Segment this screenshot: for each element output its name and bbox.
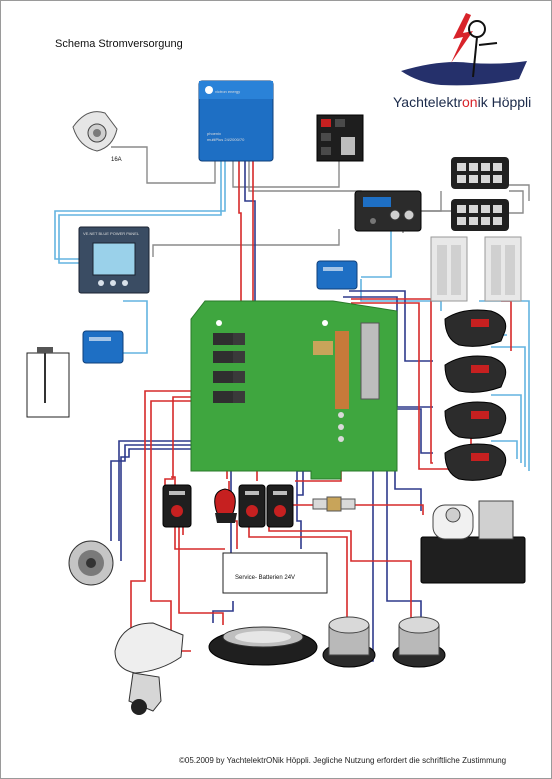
gray-wires (111, 146, 530, 257)
cyan-wires (54, 161, 530, 471)
inline-fuse (312, 496, 356, 512)
inverter-model-1: phoenix (207, 131, 221, 136)
switch-unit-1 (162, 484, 192, 528)
battery-monitor-panel: VE.NET BLUE POWER PANEL (78, 226, 150, 294)
shore-power-inlet: 16A (72, 111, 122, 163)
switch-panel-1 (451, 157, 509, 189)
anchor-windlass (208, 626, 318, 666)
battery-monitor-title: VE.NET BLUE POWER PANEL (83, 231, 140, 236)
switch-unit-3 (266, 484, 294, 528)
ac-control-panel (316, 114, 364, 162)
alternator (68, 540, 114, 586)
shore-power-label: 16A (111, 157, 122, 163)
winch-1 (322, 616, 376, 668)
hydraulic-pumps (444, 309, 507, 481)
winch-2 (392, 616, 446, 668)
network-hub (354, 190, 422, 232)
ve-net-module-lower (82, 330, 124, 364)
switch-unit-2 (238, 484, 266, 528)
relay-panel-1 (430, 236, 468, 302)
inverter-model-2: multiPlus 24/2000/70 (207, 137, 245, 142)
battery-bank-label: Service- Batterien 24V (235, 575, 295, 581)
tank-sensor (26, 347, 70, 418)
service-battery-bank: Service- Batterien 24V (222, 552, 328, 594)
bow-thruster (114, 622, 184, 715)
brand-name: Yachtelektronik Höppli (393, 94, 531, 110)
hydraulic-power-unit (420, 500, 526, 584)
inverter-brand: victron energy (215, 89, 240, 94)
inverter-charger: victron energy phoenix multiPlus 24/2000… (198, 80, 274, 162)
switch-panel-2 (451, 199, 509, 231)
relay-panel-2 (484, 236, 522, 302)
power-distribution-board (190, 300, 398, 480)
ve-net-module-upper (316, 260, 358, 290)
brand-logo: Yachtelektronik Höppli (393, 13, 531, 110)
battery-isolator (214, 488, 237, 523)
copyright-notice: ©05.2009 by YachtelektrONik Höppli. Jegl… (179, 756, 506, 765)
diagram-title: Schema Stromversorgung (55, 38, 183, 50)
